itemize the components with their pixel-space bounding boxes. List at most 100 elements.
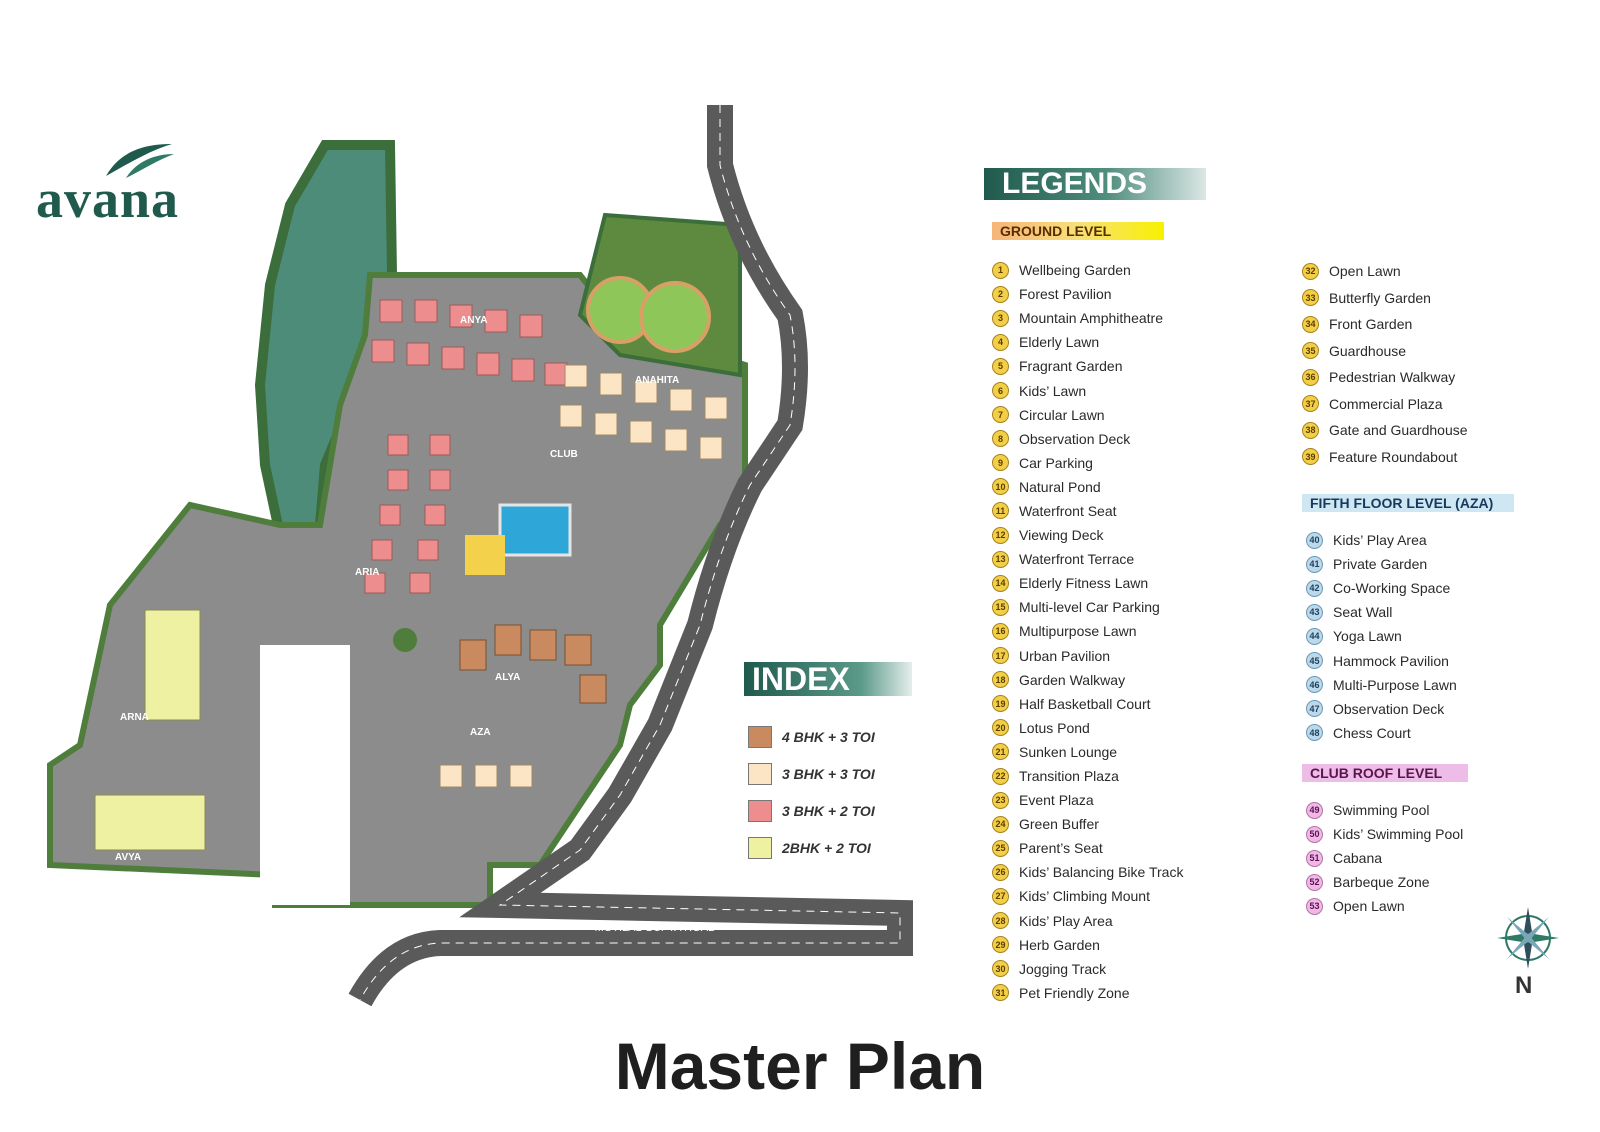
green-buffer — [260, 645, 350, 905]
legend-label: Elderly Fitness Lawn — [1019, 575, 1149, 592]
map-label-avya: AVYA — [115, 852, 141, 863]
legend-label: Chess Court — [1333, 724, 1411, 741]
legend-label: Fragrant Garden — [1019, 358, 1123, 375]
legend-number-badge: 24 — [992, 815, 1009, 833]
swatch-4bhk-3toi — [748, 725, 772, 748]
legend-label: Yoga Lawn — [1333, 628, 1402, 645]
legend-number-badge: 35 — [1302, 342, 1319, 360]
legend-label: Event Plaza — [1019, 792, 1094, 809]
legend-label: Jogging Track — [1019, 960, 1107, 977]
leaf-icon — [106, 144, 174, 178]
legend-number-badge: 40 — [1306, 531, 1323, 549]
legend-label: Barbeque Zone — [1333, 874, 1430, 891]
legend-label: Mountain Amphitheatre — [1019, 310, 1163, 327]
legend-number-badge: 12 — [992, 526, 1009, 544]
legend-number-badge: 21 — [992, 743, 1009, 761]
legend-label: Front Garden — [1329, 316, 1413, 333]
legend-number-badge: 1 — [992, 261, 1009, 279]
legend-label: Swimming Pool — [1333, 802, 1430, 819]
legend-number-badge: 15 — [992, 598, 1009, 616]
legend-item: 49 Swimming Pool — [1306, 798, 1463, 822]
legend-number-badge: 53 — [1306, 897, 1323, 915]
legend-label: Lotus Pond — [1019, 719, 1090, 736]
legend-label: Butterfly Garden — [1329, 289, 1431, 306]
map-label-anya: ANYA — [460, 315, 487, 326]
map-label-aria: ARIA — [355, 567, 379, 578]
legend-number-badge: 13 — [992, 550, 1009, 568]
legend-number-badge: 8 — [992, 430, 1009, 448]
swatch-3bhk-2toi — [748, 799, 772, 822]
legend-label: Elderly Lawn — [1019, 334, 1100, 351]
legend-label: Observation Deck — [1019, 430, 1131, 447]
legend-number-badge: 25 — [992, 839, 1009, 857]
legend-label: Viewing Deck — [1019, 527, 1104, 544]
index-item: 3 BHK + 2 TOI — [748, 792, 875, 829]
legend-label: Circular Lawn — [1019, 406, 1105, 423]
legend-number-badge: 7 — [992, 406, 1009, 424]
legend-number-badge: 16 — [992, 622, 1009, 640]
club-pool — [498, 503, 572, 557]
legend-number-badge: 36 — [1302, 368, 1319, 386]
ground-level-header: GROUND LEVEL — [992, 222, 1164, 240]
compass-north-label: N — [1515, 972, 1533, 999]
legend-label: Open Lawn — [1329, 263, 1401, 280]
index-item: 2BHK + 2 TOI — [748, 829, 875, 866]
legend-number-badge: 22 — [992, 767, 1009, 785]
legend-number-badge: 49 — [1306, 801, 1323, 819]
legend-label: Multi-level Car Parking — [1019, 599, 1160, 616]
legend-label: Kids’ Play Area — [1019, 912, 1113, 929]
legend-number-badge: 41 — [1306, 555, 1323, 573]
legend-label: Forest Pavilion — [1019, 286, 1112, 303]
index-item: 3 BHK + 3 TOI — [748, 755, 875, 792]
index-label: 2BHK + 2 TOI — [782, 839, 871, 856]
legend-number-badge: 23 — [992, 791, 1009, 809]
fifth-floor-header: FIFTH FLOOR LEVEL (AZA) — [1302, 494, 1514, 512]
index-label: 3 BHK + 2 TOI — [782, 802, 875, 819]
legend-label: Kids’ Balancing Bike Track — [1019, 864, 1184, 881]
legend-label: Guardhouse — [1329, 342, 1407, 359]
legend-number-badge: 45 — [1306, 652, 1323, 670]
map-label-anahita: ANAHITA — [635, 375, 679, 386]
legend-label: Kids’ Lawn — [1019, 382, 1087, 399]
kids-play — [465, 535, 505, 575]
legend-label: Kids’ Play Area — [1333, 532, 1427, 549]
legend-item: 8 Observation Deck — [992, 427, 1183, 451]
legend-label: Half Basketball Court — [1019, 695, 1151, 712]
legend-label: Waterfront Terrace — [1019, 551, 1135, 568]
legend-label: Garden Walkway — [1019, 671, 1126, 688]
road-label: MOTILAL GUPTA ROAD — [595, 922, 716, 934]
club-roof-header: CLUB ROOF LEVEL — [1302, 764, 1468, 782]
map-label-aza: AZA — [470, 727, 491, 738]
legend-label: Observation Deck — [1333, 700, 1445, 717]
legend-item: 40 Kids’ Play Area — [1306, 528, 1457, 552]
index-label: 4 BHK + 3 TOI — [782, 728, 875, 745]
legend-label: Pedestrian Walkway — [1329, 369, 1456, 386]
legend-label: Herb Garden — [1019, 936, 1100, 953]
legend-item: 12 Viewing Deck — [992, 523, 1183, 547]
legend-label: Pet Friendly Zone — [1019, 984, 1130, 1001]
legend-number-badge: 50 — [1306, 825, 1323, 843]
index-title: INDEX — [744, 662, 912, 696]
swatch-2bhk-2toi — [748, 836, 772, 859]
